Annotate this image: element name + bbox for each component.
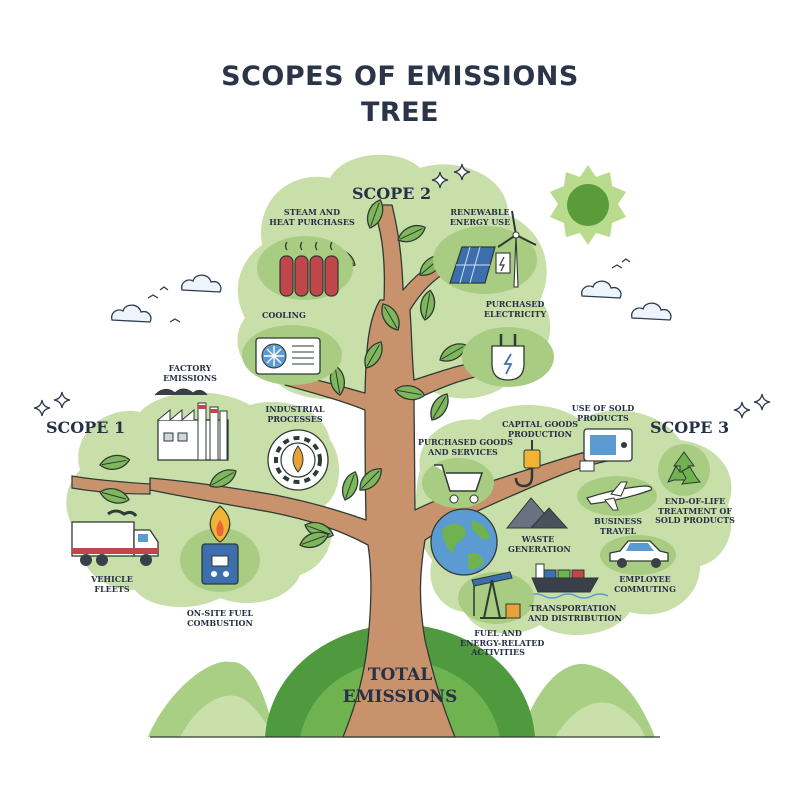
factory-icon: [154, 388, 229, 461]
sparkle-icon: [33, 399, 51, 417]
gear-drop-icon: [267, 429, 329, 491]
sparkle-icon: [53, 391, 71, 409]
plug-icon: [462, 327, 554, 387]
tree-trunk: [149, 204, 627, 738]
recycle-icon: [658, 444, 710, 496]
earth-icon: [430, 508, 498, 576]
diagram-title-line-1: SCOPES OF EMISSIONS: [221, 61, 579, 92]
cloud-icon: [181, 274, 222, 293]
sparkle-icon: [753, 393, 771, 411]
label-cooling: COOLING: [262, 310, 306, 320]
diagram-title-line-2: TREE: [360, 97, 440, 128]
solar-wind-icon: [433, 210, 537, 294]
crane-hook-icon: [514, 440, 541, 488]
sparkle-icon: [733, 401, 751, 419]
waste-pile-icon: [505, 497, 569, 529]
bird-icon: [147, 258, 631, 323]
scope-2-heading: SCOPE 2: [352, 184, 432, 203]
cloud-icon: [111, 304, 152, 323]
sun-icon: [550, 165, 626, 245]
scope-1-heading: SCOPE 1: [46, 418, 126, 437]
cloud-icon: [631, 302, 672, 321]
scope-3-heading: SCOPE 3: [650, 418, 730, 437]
airplane-icon: [577, 476, 657, 516]
computer-icon: [579, 428, 633, 472]
flame-burner-icon: [180, 505, 260, 592]
car-icon: [600, 535, 676, 575]
cart-icon: [422, 458, 494, 508]
cloud-icon: [581, 280, 622, 299]
radiator-icon: [257, 236, 353, 300]
truck-icon: [71, 509, 159, 566]
air-conditioner-icon: [242, 325, 342, 385]
cargo-ship-icon: [527, 563, 609, 599]
oil-pump-icon: [458, 571, 534, 624]
